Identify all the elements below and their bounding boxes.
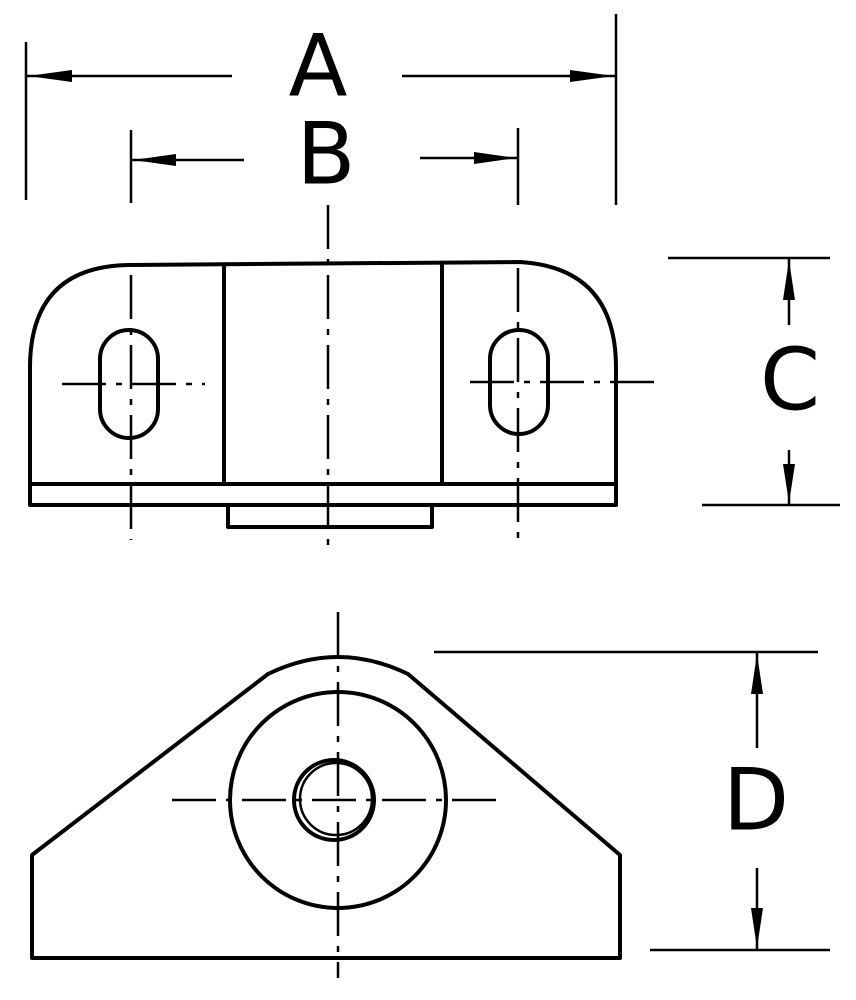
dimension-a-arrow-left [28,70,72,82]
dimension-a-label: A [289,16,348,116]
dimension-d: D [434,650,830,952]
front-view [30,612,622,978]
dimension-b-arrow-left [133,154,176,166]
dimension-a-arrow-right [570,70,614,82]
front-view-axle-hole [292,758,376,842]
dimension-b-label: B [297,104,356,204]
dimension-c-arrow-bottom [783,464,795,503]
dimension-a: A [24,14,618,205]
dimension-c: C [668,256,840,507]
dimension-d-arrow-top [751,654,763,694]
top-view-base-strip [28,482,618,507]
dimension-b: B [129,104,520,205]
dimension-b-arrow-right [474,152,516,164]
top-view [28,205,658,545]
dimension-d-label: D [723,750,789,850]
front-view-body-outline [30,655,622,960]
dimension-c-arrow-top [783,260,795,300]
dimension-d-arrow-bottom [751,908,763,948]
top-view-bottom-tab [226,503,434,529]
dimension-c-label: C [760,330,820,430]
top-view-outline [28,260,618,486]
